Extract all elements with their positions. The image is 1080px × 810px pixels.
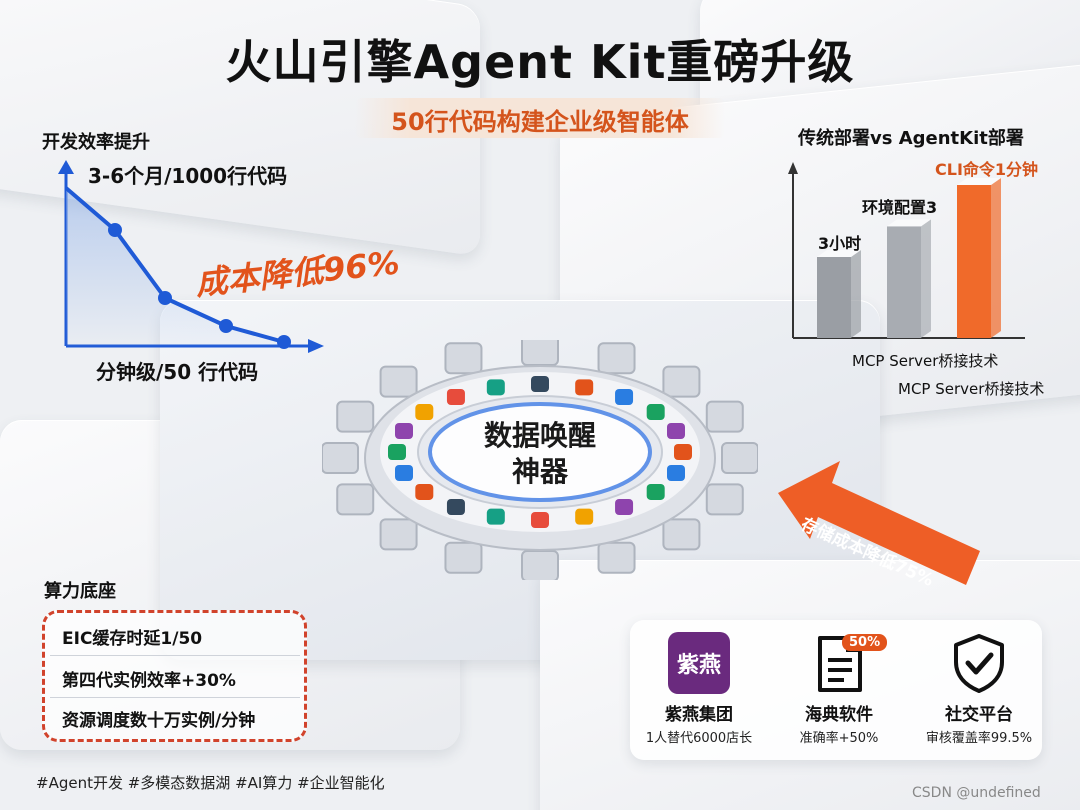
bar-side bbox=[851, 250, 861, 338]
subtitle-highlight bbox=[355, 98, 725, 138]
divider bbox=[50, 697, 300, 698]
app-icon bbox=[531, 512, 549, 528]
gear-tooth bbox=[705, 483, 744, 516]
app-icon bbox=[486, 508, 505, 525]
gear-tooth bbox=[597, 342, 636, 375]
efficiency-after: 分钟级/50 行代码 bbox=[96, 360, 259, 384]
shield-check-icon bbox=[948, 632, 1010, 694]
gear-tooth bbox=[379, 518, 418, 551]
app-icon bbox=[615, 499, 634, 516]
data-point bbox=[158, 291, 172, 305]
gear-tooth bbox=[444, 342, 483, 375]
comparison-title: 传统部署vs AgentKit部署 bbox=[798, 128, 1024, 149]
case-card: 社交平台 审核覆盖率99.5% bbox=[914, 632, 1044, 746]
tech-label: MCP Server桥接技术 bbox=[898, 380, 1045, 398]
glow-ring bbox=[428, 402, 652, 502]
logo-text: 紫燕 bbox=[676, 653, 721, 678]
app-icon bbox=[667, 422, 686, 439]
case-desc: 准确率+50% bbox=[799, 731, 879, 746]
percent-badge: 50% bbox=[842, 634, 888, 651]
app-icon bbox=[446, 388, 465, 405]
hashtags: #Agent开发 #多模态数据湖 #AI算力 #企业智能化 bbox=[36, 774, 385, 792]
app-icon bbox=[646, 483, 665, 500]
case-card: 紫燕 紫燕集团 1人替代6000店长 bbox=[634, 632, 764, 746]
app-icon bbox=[394, 422, 413, 439]
compute-base-item: 资源调度数十万实例/分钟 bbox=[62, 711, 256, 731]
app-icon bbox=[415, 483, 434, 500]
area-fill bbox=[66, 188, 284, 346]
bar bbox=[957, 185, 991, 338]
gear-tooth bbox=[705, 400, 744, 433]
app-icon bbox=[415, 404, 434, 421]
data-point bbox=[108, 223, 122, 237]
gear-tooth bbox=[662, 365, 701, 398]
app-icon bbox=[674, 444, 692, 460]
y-axis-arrow bbox=[788, 162, 798, 174]
compute-base-box bbox=[42, 610, 307, 742]
app-icon bbox=[615, 388, 634, 405]
bar bbox=[887, 226, 921, 338]
app-icon bbox=[575, 379, 594, 396]
watermark: CSDN @undefined bbox=[912, 785, 1041, 801]
gear-tooth bbox=[336, 483, 375, 516]
case-desc: 审核覆盖率99.5% bbox=[925, 731, 1033, 746]
efficiency-title: 开发效率提升 bbox=[42, 132, 150, 153]
data-point bbox=[219, 319, 233, 333]
center-label-line1: 数据唤醒 bbox=[483, 419, 596, 452]
comparison-chart bbox=[788, 162, 1025, 339]
gear-tooth bbox=[597, 541, 636, 574]
divider bbox=[50, 655, 300, 656]
gear-tooth bbox=[721, 442, 758, 474]
storage-arrow-icon bbox=[778, 461, 980, 585]
app-icon bbox=[388, 444, 406, 460]
data-point bbox=[277, 335, 291, 349]
bar-label-highlight: CLI命令1分钟 bbox=[935, 160, 1039, 179]
gear-illustration bbox=[322, 340, 758, 580]
bar-label: 3小时 bbox=[818, 234, 862, 253]
bar-label: 环境配置3 bbox=[862, 198, 938, 217]
tech-label: MCP Server桥接技术 bbox=[852, 352, 999, 370]
case-desc: 1人替代6000店长 bbox=[645, 731, 753, 746]
gear-tooth bbox=[662, 518, 701, 551]
center-label-line2: 神器 bbox=[511, 455, 568, 488]
efficiency-chart bbox=[58, 160, 324, 353]
gear-tooth bbox=[322, 442, 359, 474]
bar-top bbox=[887, 219, 931, 227]
gear-tooth bbox=[336, 400, 375, 433]
x-axis-arrow bbox=[308, 339, 324, 353]
bar-top bbox=[957, 178, 1001, 185]
page-subtitle: 50行代码构建企业级智能体 bbox=[391, 108, 689, 136]
page-title: 火山引擎Agent Kit重磅升级 bbox=[225, 35, 855, 89]
gear-tooth bbox=[444, 541, 483, 574]
compute-base-item: EIC缓存时延1/50 bbox=[62, 629, 203, 649]
case-name: 海典软件 bbox=[805, 705, 873, 725]
bar-side bbox=[921, 219, 931, 338]
app-icon bbox=[646, 404, 665, 421]
case-card: 海典软件 准确率+50% bbox=[774, 632, 904, 746]
gear-tooth bbox=[521, 550, 559, 580]
bar-side bbox=[991, 178, 1001, 338]
efficiency-before: 3-6个月/1000行代码 bbox=[88, 164, 288, 188]
app-icon bbox=[531, 376, 549, 392]
gear-tooth bbox=[521, 340, 559, 366]
case-name: 社交平台 bbox=[945, 705, 1013, 725]
center-label: 数据唤醒 神器 bbox=[450, 418, 630, 490]
app-icon bbox=[446, 499, 465, 516]
app-icon bbox=[394, 465, 413, 482]
app-icon bbox=[486, 379, 505, 396]
case-name: 紫燕集团 bbox=[665, 705, 733, 725]
y-axis-arrow bbox=[58, 160, 74, 174]
app-icon bbox=[667, 465, 686, 482]
bar bbox=[817, 257, 851, 338]
bar-top bbox=[817, 250, 861, 257]
compute-base-item: 第四代实例效率+30% bbox=[62, 671, 236, 691]
gear-tooth bbox=[379, 365, 418, 398]
ziyan-logo: 紫燕 bbox=[668, 632, 730, 694]
app-icon bbox=[575, 508, 594, 525]
compute-base-title: 算力底座 bbox=[44, 581, 116, 602]
